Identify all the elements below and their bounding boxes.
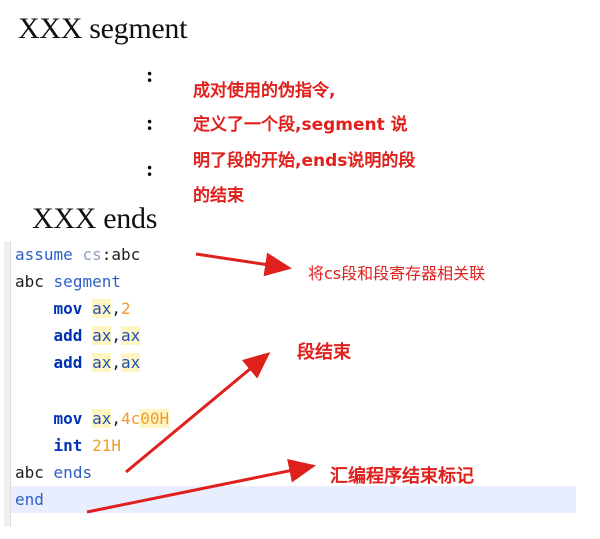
assume-keyword: assume	[15, 245, 73, 264]
ax-register: ax	[120, 353, 141, 372]
code-line-ends[interactable]: abc ends	[15, 459, 92, 486]
add-op: add	[53, 353, 83, 372]
operand-separator: ,	[111, 353, 121, 372]
operand-separator: ,	[111, 299, 121, 318]
ax-register: ax	[92, 326, 112, 345]
segment-note-line-2: 定义了一个段,segment 说	[193, 115, 408, 135]
segment-keyword: segment	[53, 272, 121, 291]
immediate-value: 00H	[140, 409, 170, 428]
operand-separator: ,	[111, 326, 121, 345]
ellipsis-dot: :	[146, 156, 154, 181]
code-line-int[interactable]: int 21H	[15, 432, 121, 459]
code-line-add[interactable]: add ax,ax	[15, 349, 141, 376]
interrupt-number: 21H	[92, 436, 121, 455]
cs-link-annotation: 将cs段和段寄存器相关联	[308, 264, 486, 283]
segment-directive-title: XXX segment	[18, 12, 188, 45]
ends-keyword: ends	[53, 463, 93, 482]
segment-note-line-4: 的结束	[193, 186, 244, 206]
code-line-segment[interactable]: abc segment	[15, 268, 121, 295]
end-keyword: end	[15, 490, 44, 509]
ellipsis-dot: :	[146, 110, 154, 135]
code-line-end[interactable]: end	[15, 486, 44, 513]
int-op: int	[53, 436, 83, 455]
ax-register: ax	[92, 353, 112, 372]
mov-op: mov	[53, 299, 83, 318]
mov-op: mov	[53, 409, 83, 428]
segment-name: abc	[15, 272, 44, 291]
code-line-assume[interactable]: assume cs:abc	[15, 241, 140, 268]
ends-directive-title: XXX ends	[32, 202, 158, 235]
assume-target: :abc	[101, 245, 141, 264]
segment-name: abc	[15, 463, 44, 482]
current-line-highlight	[11, 486, 576, 513]
segment-note-line-1: 成对使用的伪指令,	[193, 81, 336, 101]
cs-register: cs	[82, 245, 102, 264]
ax-register: ax	[120, 326, 141, 345]
add-op: add	[53, 326, 83, 345]
code-line-mov[interactable]: mov ax,4c00H	[15, 405, 170, 432]
code-line-add[interactable]: add ax,ax	[15, 322, 141, 349]
ellipsis-dot: :	[146, 62, 154, 87]
segment-end-annotation: 段结束	[297, 342, 351, 363]
segment-note-line-3: 明了段的开始,ends说明的段	[193, 151, 416, 171]
ax-register: ax	[92, 299, 112, 318]
assembly-end-annotation: 汇编程序结束标记	[330, 466, 474, 487]
code-line-mov[interactable]: mov ax,2	[15, 295, 131, 322]
ax-register: ax	[92, 409, 112, 428]
editor-gutter	[4, 241, 11, 527]
operand-separator: ,	[111, 409, 121, 428]
immediate-value: 2	[120, 299, 131, 318]
immediate-value: 4c	[120, 409, 141, 428]
